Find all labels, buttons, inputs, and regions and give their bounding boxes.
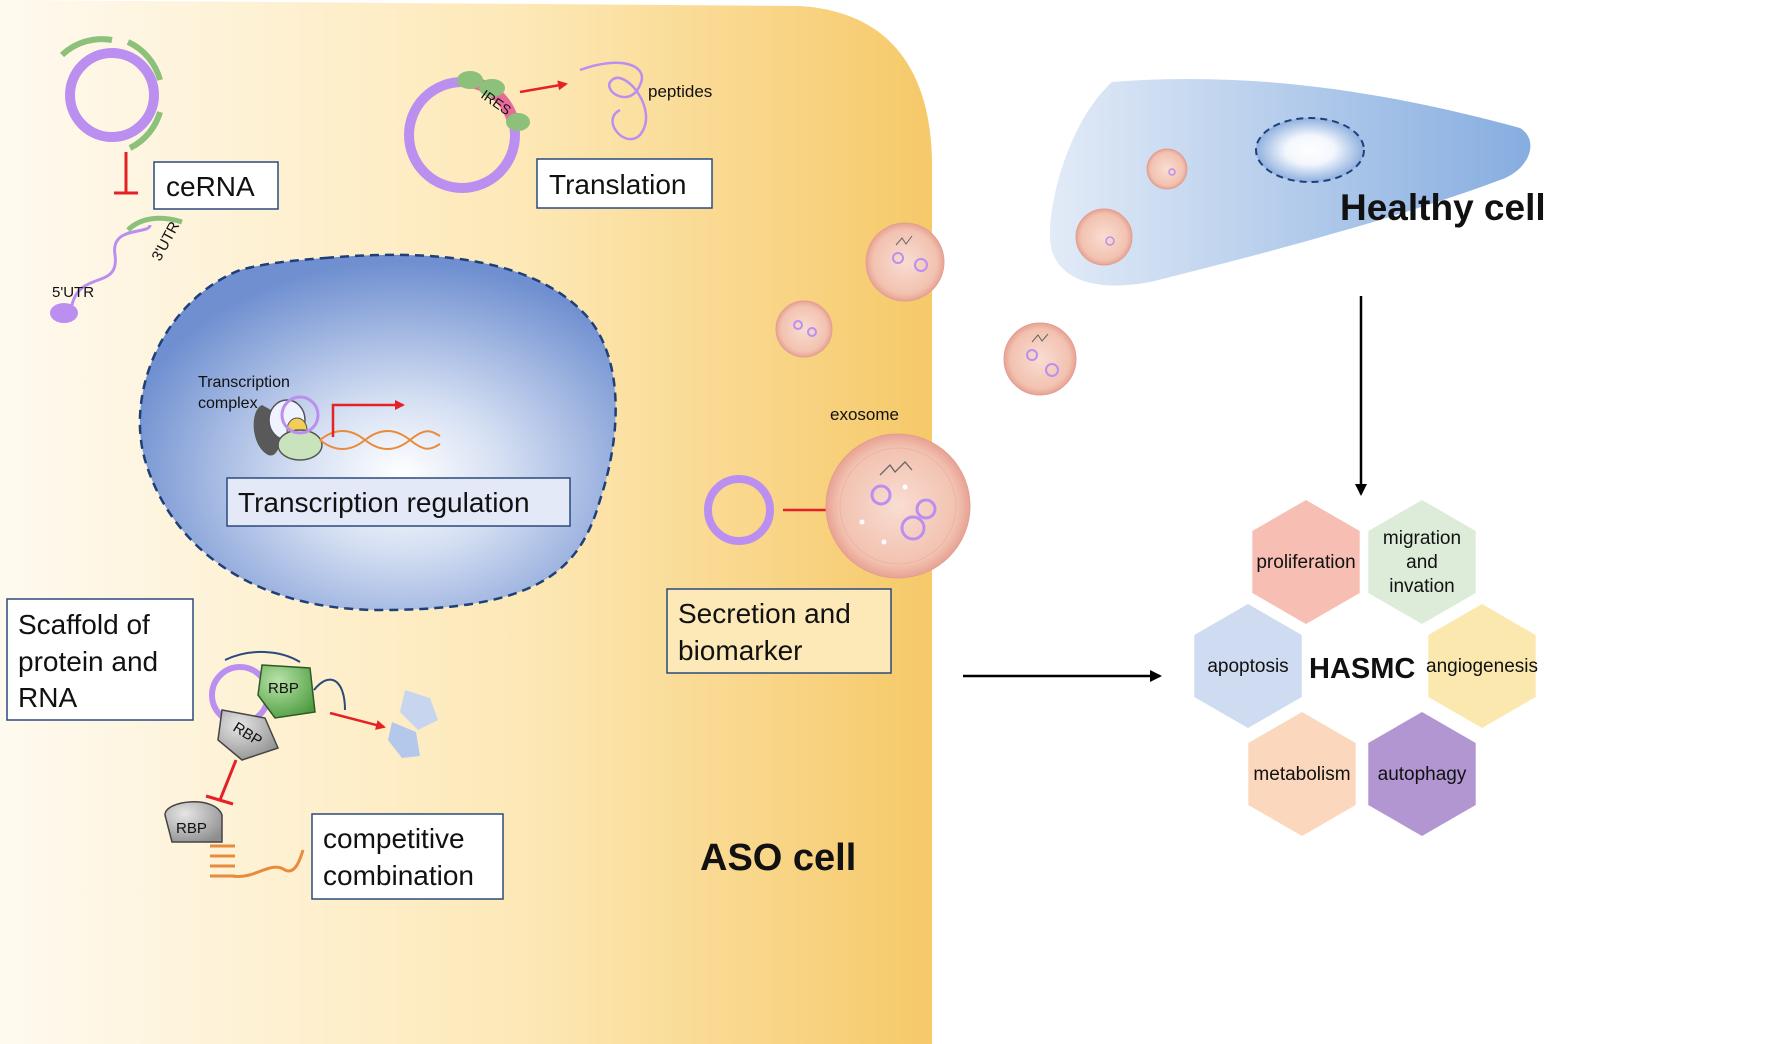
exosome-small [865, 222, 945, 302]
scaffold-box [6, 598, 194, 721]
secretion-box [666, 588, 892, 674]
mrna-cap-icon [50, 303, 78, 323]
exosome-small [775, 300, 833, 358]
translation-label: Translation [549, 169, 686, 200]
secretion-label: Secretion and [678, 598, 851, 629]
ribosome-icon [506, 113, 530, 131]
hasmc-hexagon-label: invation [1389, 576, 1455, 597]
transcription-arrow [331, 400, 405, 437]
exosome-label: exosome [830, 405, 899, 424]
exosome-small [1003, 322, 1077, 396]
rna-strand [224, 651, 301, 663]
rbp-label: RBP [268, 680, 299, 697]
mirna-bound-icon [126, 215, 183, 232]
peptides-label: peptides [648, 82, 712, 101]
competitive-combination-box [311, 813, 504, 900]
protein-fragment-icon [388, 722, 420, 758]
ribosome-icon [457, 71, 483, 89]
hasmc-hexagon-label: apoptosis [1207, 656, 1288, 677]
healthy-cell: Healthy cell [1049, 78, 1546, 286]
transcription-complex-label: Transcription [198, 374, 290, 391]
scaffold-mechanism: Scaffold of protein and RNA RBP RBP RBP … [6, 598, 504, 900]
circrna-ring [65, 48, 159, 142]
circrna-ring [280, 395, 320, 435]
hasmc-hexagon-label: migration [1383, 528, 1461, 549]
transcription-regulation-box [226, 477, 571, 527]
hasmc-label: HASMC [1309, 653, 1415, 685]
hasmc-hexagon [1428, 604, 1536, 728]
hasmc-hexagon-cluster: proliferation migration and invation apoptos… [1194, 500, 1538, 836]
inhibition-bar [205, 794, 234, 806]
rbp-icon [164, 801, 223, 843]
exosome-small [1146, 148, 1188, 190]
utr5-label: 5'UTR [52, 284, 94, 301]
transcription-complex-label: complex [198, 395, 258, 412]
scaffold-label: protein and [18, 646, 158, 677]
exosome-secretion: exosome Secretion and biomarker [666, 405, 971, 674]
circrna-ring [704, 475, 774, 545]
exosome-small [1075, 208, 1133, 266]
exosome-large [825, 433, 971, 579]
healthy-cell-nucleus [1255, 117, 1365, 183]
scaffold-label: Scaffold of [18, 609, 150, 640]
hasmc-hexagon-label: angiogenesis [1426, 656, 1538, 677]
translation-box [536, 158, 713, 209]
rna-strand [313, 678, 346, 711]
translation-mechanism: IRES peptides Translation [404, 61, 713, 209]
transcription-factor-icon [277, 429, 323, 461]
release-arrow [329, 711, 386, 730]
rbp-label: RBP [176, 820, 207, 837]
cerna-label: ceRNA [166, 171, 255, 202]
mirna-bound-icon [126, 39, 163, 81]
hasmc-hexagon [1368, 712, 1476, 836]
dna-helix [319, 430, 441, 450]
dna-helix [319, 430, 441, 450]
rbp-icon [257, 664, 316, 719]
hasmc-hexagon [1194, 604, 1302, 728]
competitive-label: competitive [323, 823, 465, 854]
hasmc-hexagon-label: metabolism [1253, 764, 1350, 785]
protein-fragment-icon [400, 690, 438, 730]
healthy-cell-label: Healthy cell [1340, 187, 1546, 228]
mirna-bound-icon [128, 111, 163, 151]
rbp-icon [217, 709, 280, 761]
hasmc-hexagon-label: proliferation [1256, 552, 1355, 573]
secretion-label: biomarker [678, 635, 802, 666]
healthy-cell-body [1049, 78, 1531, 286]
transcription-regulation-label: Transcription regulation [238, 487, 530, 518]
scaffold-label: RNA [18, 682, 77, 713]
translation-arrow [519, 80, 568, 94]
mrna-hairpin [210, 844, 305, 879]
peptide-chain [579, 61, 648, 141]
aso-cell-label: ASO cell [700, 837, 856, 879]
cerna-box [153, 161, 279, 210]
ribosome-icon [479, 79, 505, 97]
hasmc-hexagon [1368, 500, 1476, 624]
mrna-strand [70, 224, 152, 306]
hasmc-hexagon [1248, 712, 1356, 836]
mirna-bound-icon [59, 36, 113, 58]
nucleus: Transcription complex Transcription regu… [138, 253, 617, 612]
inhibition-line [218, 759, 238, 801]
hasmc-hexagon-label: and [1406, 552, 1438, 573]
hasmc-hexagon-label: autophagy [1378, 764, 1467, 785]
competitive-label: combination [323, 860, 474, 891]
hasmc-hexagon [1252, 500, 1360, 624]
